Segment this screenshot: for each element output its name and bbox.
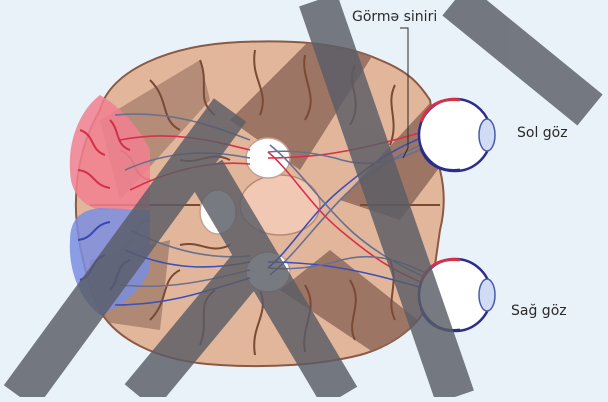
right-eye-label: Sağ göz <box>511 303 567 319</box>
left-eyeball-icon <box>419 99 495 171</box>
left-eye-label: Sol göz <box>517 125 568 141</box>
optic-nerve-label: Görmə siniri <box>352 9 437 25</box>
